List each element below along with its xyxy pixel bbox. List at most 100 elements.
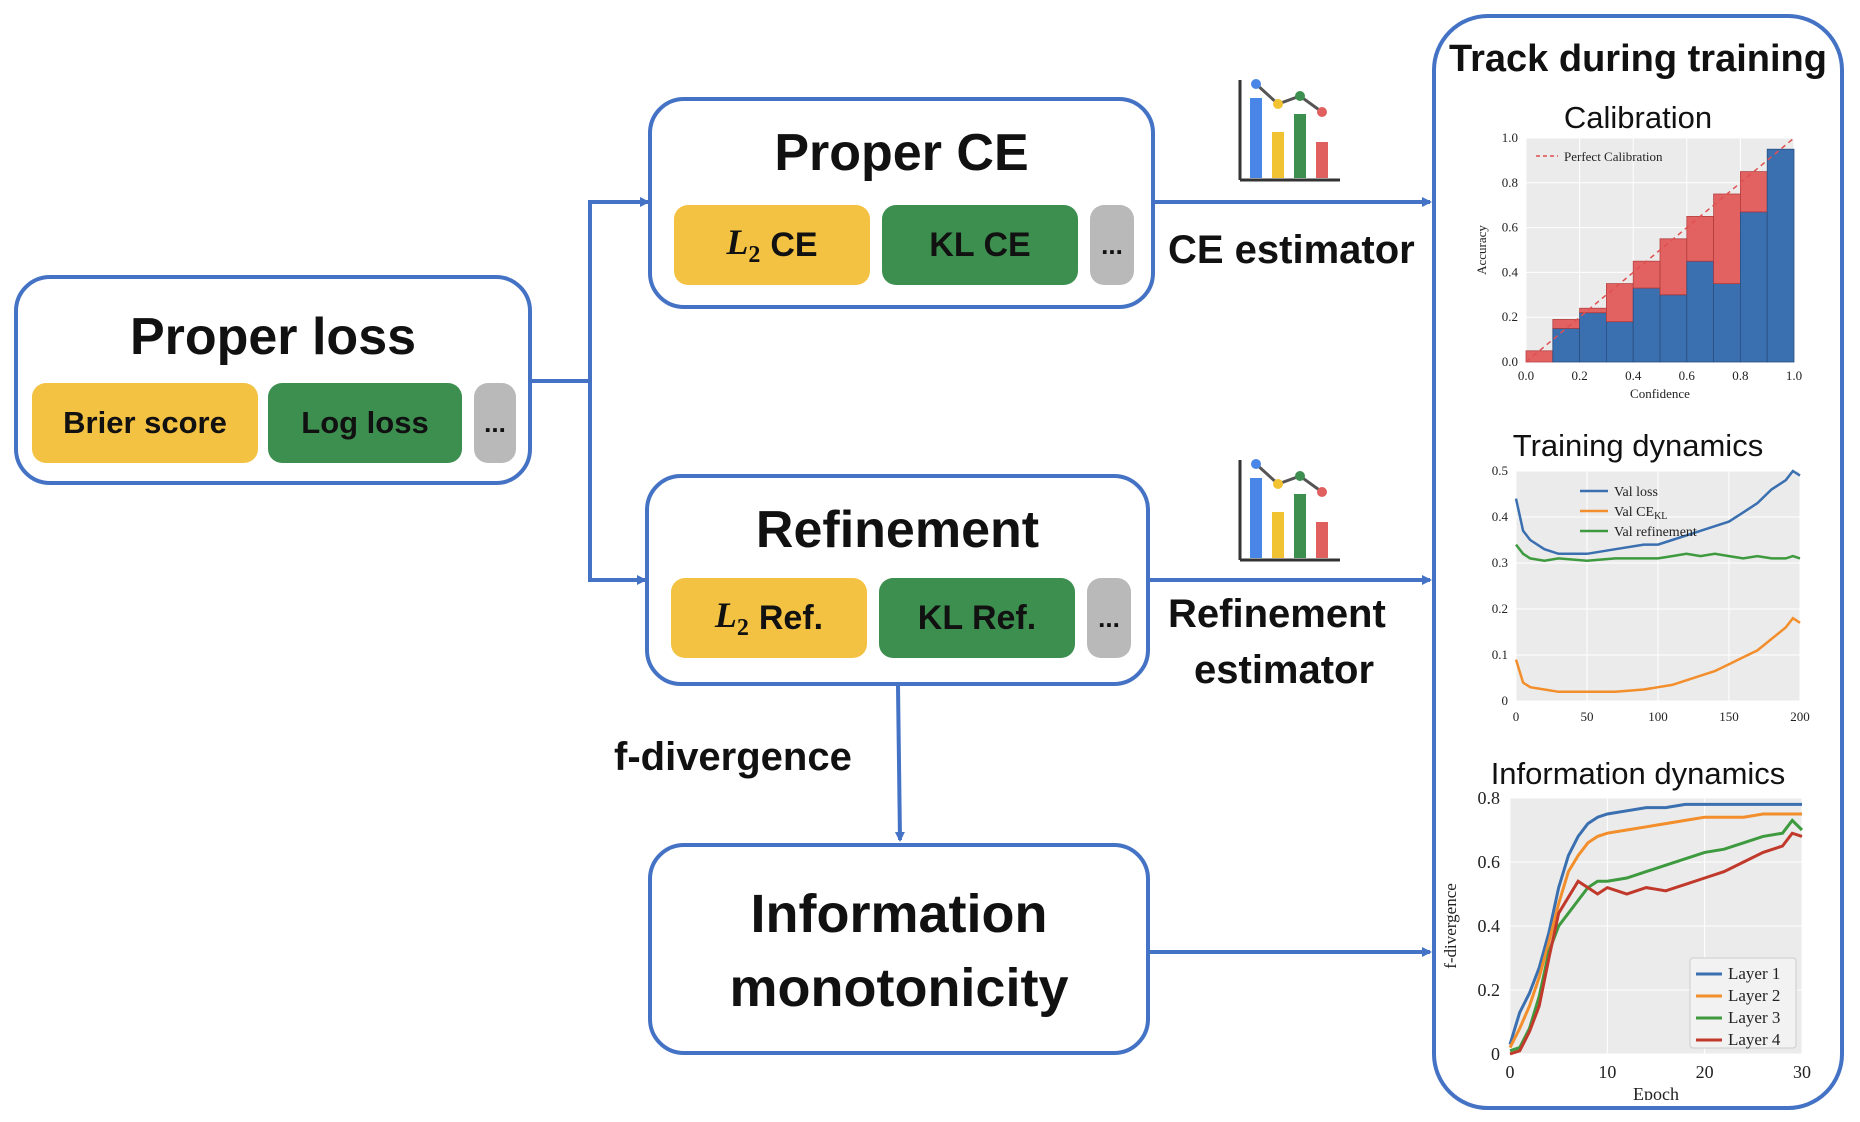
accuracy-bar [1659,294,1688,363]
gap-bar [1686,216,1715,262]
x-tick-label: 0.4 [1625,368,1642,383]
legend-label: Perfect Calibration [1564,149,1663,164]
x-tick-label: 0.8 [1732,368,1748,383]
l2-symbol: L2 [726,221,761,269]
gap-bar [1525,350,1554,363]
accuracy-bar [1632,287,1661,363]
accuracy-bar [1713,283,1741,363]
x-tick-label: 0.2 [1571,368,1587,383]
legend-label: Layer 3 [1728,1008,1780,1027]
icon-bar [1272,512,1284,558]
icon-dot [1317,107,1327,117]
series-line [1515,543,1801,562]
proper-ce-box: Proper CE L2 CE KL CE ... [648,97,1155,309]
icon-bar [1294,114,1306,178]
accuracy-bar [1605,321,1634,363]
y-tick-label: 0.6 [1478,852,1501,872]
gap-bar [1579,307,1607,314]
chart-icon [1238,459,1340,562]
icon-line [1254,462,1323,494]
icon-bar [1316,522,1328,558]
training-dynamics-title: Training dynamics [1512,428,1764,463]
y-tick-label: 0.2 [1492,601,1508,616]
y-tick-label: 0.1 [1492,647,1508,662]
y-tick-label: 0 [1491,1044,1500,1064]
icon-dot [1295,471,1305,481]
icon-dot [1251,79,1261,89]
y-tick-label: 0.4 [1478,916,1501,936]
y-tick-label: 0.4 [1502,264,1519,279]
accuracy-bar [1552,327,1581,363]
chip-kl-ref: KL Ref. [879,578,1075,658]
accuracy-bar [1739,211,1768,363]
legend-label: Layer 1 [1728,964,1780,983]
chip-kl-ce: KL CE [882,205,1078,285]
x-tick-label: 0.0 [1518,368,1534,383]
calibration-chart: Perfect Calibration 0.0 0.2 0.4 0.6 0.8 1.0 0.0… [1474,132,1802,401]
legend-label: Val loss [1614,485,1658,500]
gap-bar [1605,283,1634,323]
f-divergence-label: f-divergence [614,735,852,779]
arrow-loss-to-refinement [588,381,647,585]
chip-l2-ref: L2 Ref. [671,578,867,658]
y-tick-label: 0.5 [1492,465,1508,478]
info-mono-line2: monotonicity [729,958,1069,1018]
chart-icon [1238,79,1340,182]
refinement-title: Refinement [755,501,1040,559]
legend-label: Val refinement [1614,525,1697,540]
legend-label: Layer 2 [1728,986,1780,1005]
information-dynamics-title: Information dynamics [1490,756,1786,791]
x-tick-label: 150 [1719,709,1739,724]
calibration-title: Calibration [1563,100,1713,135]
information-monotonicity-box: Information monotonicity [648,843,1150,1055]
icon-bar [1272,132,1284,178]
x-tick-label: 1.0 [1786,368,1802,383]
chip-more: ... [1087,578,1131,658]
gap-bar [1632,260,1661,289]
x-tick-label: 50 [1581,709,1594,724]
icon-bar [1250,478,1262,558]
y-tick-label: 0.0 [1502,354,1518,369]
accuracy-bar [1579,312,1607,363]
legend-box [1689,957,1797,1049]
gap-bar [1659,238,1688,296]
legend-label: Layer 4 [1728,1030,1781,1049]
icon-dot [1295,91,1305,101]
icon-bar [1294,494,1306,558]
icon-dot [1317,487,1327,497]
info-mono-line1: Information [750,884,1048,944]
x-tick-label: 30 [1793,1062,1811,1082]
refinement-estimator-label-1: Refinement [1168,592,1386,636]
icon-dot [1273,479,1283,489]
y-tick-label: 0.3 [1492,555,1508,570]
chip-brier-score: Brier score [32,383,258,463]
x-tick-label: 100 [1648,709,1668,724]
series-line [1509,818,1804,1053]
series-line [1509,831,1803,1056]
chip-more: ... [474,383,516,463]
y-tick-label: 0.8 [1502,175,1518,190]
accuracy-bar [1686,260,1715,363]
proper-ce-title: Proper CE [774,124,1029,182]
refinement-box: Refinement L2 Ref. KL Ref. ... [645,474,1150,686]
ce-estimator-label: CE estimator [1168,228,1415,272]
y-tick-label: 0.2 [1502,309,1518,324]
x-tick-label: 200 [1790,709,1810,724]
x-tick-label: 0.6 [1679,368,1696,383]
icon-dot [1273,99,1283,109]
gap-bar [1713,193,1741,284]
series-line [1508,812,1802,1049]
perfect-calibration-line [1525,137,1795,363]
y-tick-label: 1.0 [1502,132,1518,145]
y-tick-label: 0.6 [1502,220,1519,235]
icon-bar [1316,142,1328,178]
x-tick-label: 20 [1696,1062,1714,1082]
arrow-refinement-to-info [894,685,905,842]
icon-line [1254,82,1323,114]
x-tick-label: 0 [1506,1062,1515,1082]
l2-symbol: L2 [714,594,749,642]
